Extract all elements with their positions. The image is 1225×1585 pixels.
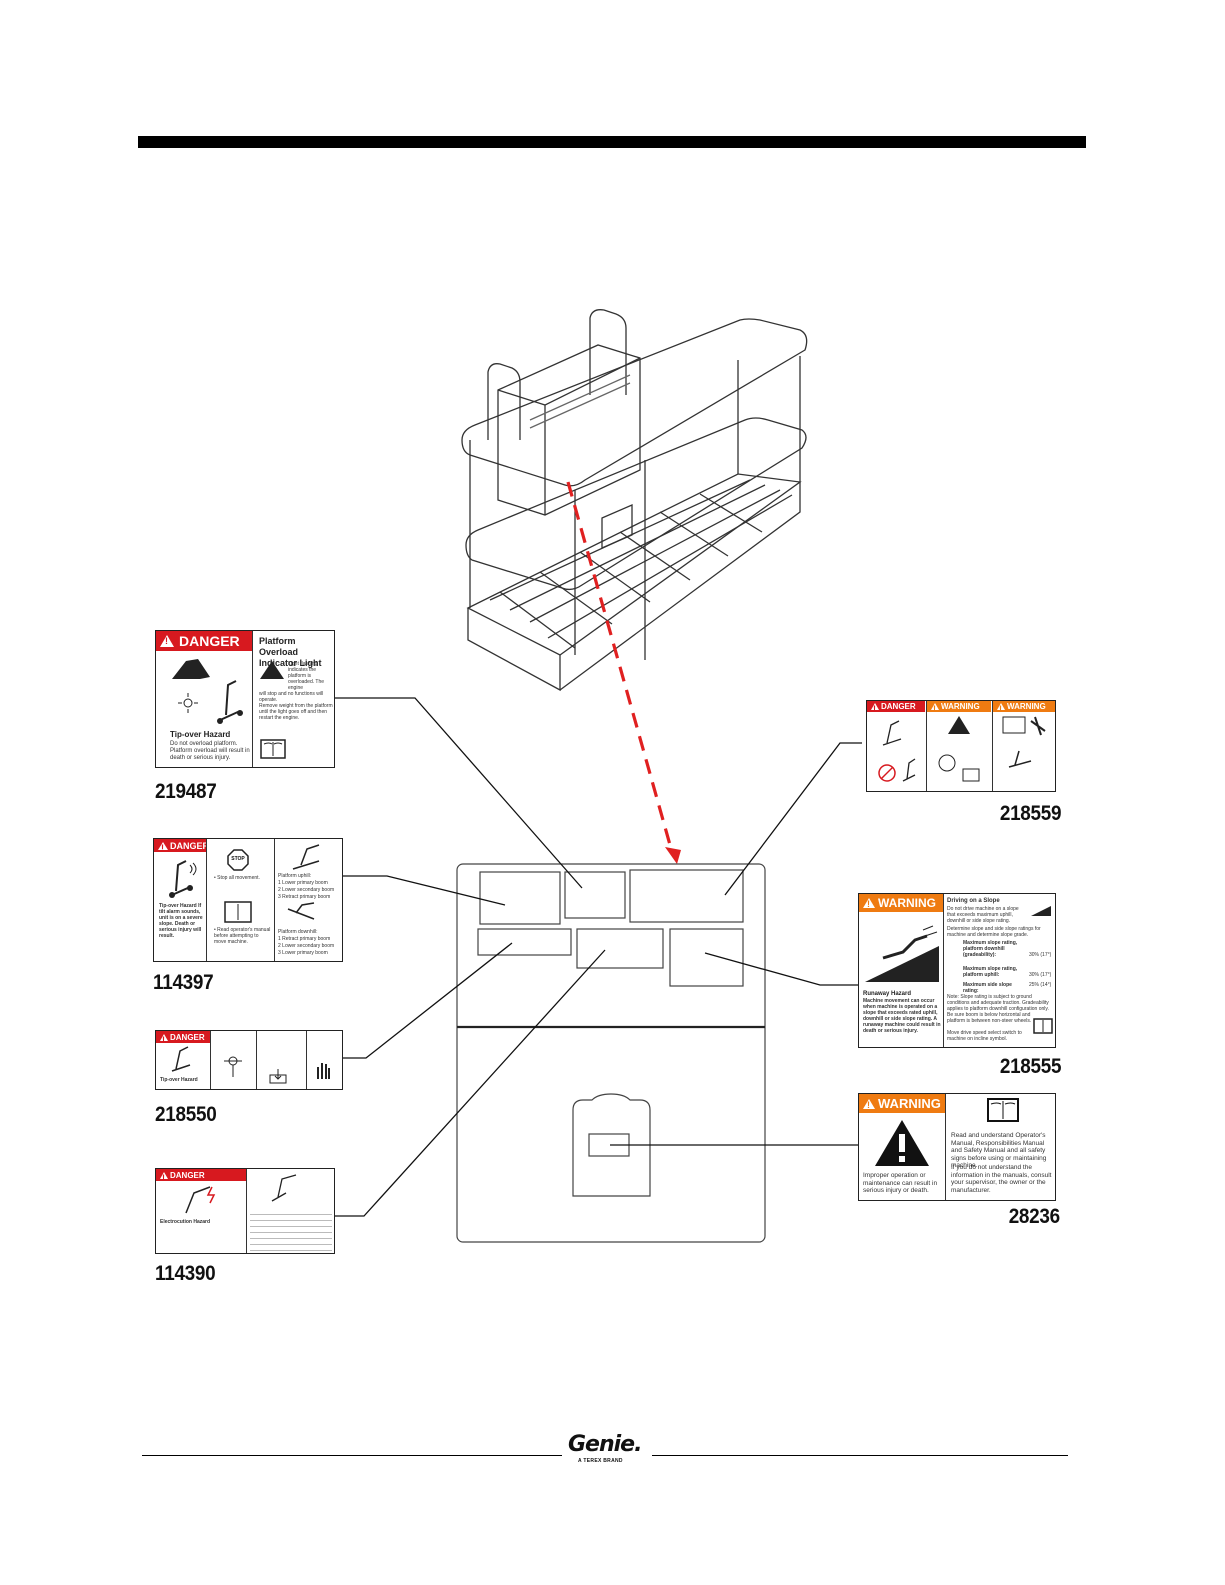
decal-218550: DANGER Tip-over Hazard [155,1030,343,1090]
decal-114390: DANGER Electrocution Hazard [155,1168,335,1254]
part-number-28236: 28236 [1008,1205,1060,1228]
stop-sign-icon [227,849,249,871]
part-number-218555: 218555 [999,1055,1062,1078]
danger-header: DANGER [156,631,252,651]
tilt-alarm-icon [169,860,197,898]
direction-icons [938,754,980,782]
warning-triangle-icon [863,898,875,909]
tip-over-icons [878,720,916,782]
warning-triangle-icon [160,1033,168,1045]
warning-triangle-icon [863,1098,875,1110]
tip-over-icon [172,659,243,724]
danger-header: DANGER [867,701,925,714]
warning-triangle-icon [160,1171,168,1183]
warning-header: WARNING [927,701,991,714]
manual-icon [224,901,252,923]
boom-uphill-icon [292,844,320,870]
header-rule [138,136,1086,148]
runaway-machine-icon [865,925,939,982]
control-panel [456,863,766,1243]
danger-header: DANGER [156,1031,210,1045]
decal-114397: DANGER Tip-over Hazard If tilt alarm sou… [153,838,343,962]
danger-header: DANGER [156,1169,246,1183]
footer-rule-left [142,1455,562,1456]
warning-header: WARNING [859,1094,945,1113]
slope-icon [1031,906,1051,916]
part-number-114390: 114390 [155,1262,216,1285]
decal-28236: WARNING Improper operation or maintenanc… [858,1093,1056,1201]
warning-triangle-icon [931,703,939,714]
part-number-219487: 219487 [155,780,217,803]
electrocution-icon [185,1186,216,1214]
clearance-table [250,1209,332,1251]
manual-icon [987,1098,1019,1122]
platform-basket [461,309,808,692]
manual-icon [1033,1018,1053,1034]
warning-header: WARNING [859,894,943,912]
part-number-218550: 218550 [155,1103,217,1126]
warning-triangle-icon [871,703,879,714]
warning-triangle-icon [158,841,168,853]
warning-header: WARNING [993,701,1055,714]
alert-triangle-icon [875,1120,929,1166]
logo-tagline: A TEREX BRAND [578,1458,623,1464]
footer-rule-right [652,1455,1068,1456]
part-number-114397: 114397 [153,971,214,994]
manual-icon [260,739,286,759]
alert-triangle-icon [948,716,970,734]
part-number-218559: 218559 [999,802,1062,825]
decal-218559: DANGER WARNING WARNING [866,700,1056,792]
warning-triangle-icon [160,635,174,647]
decal-title: Platform Overload Indicator Light [259,636,322,668]
location-arrowhead [665,847,681,864]
descend-icon [269,1069,287,1084]
hand-stop-icon [317,1063,330,1079]
warning-triangle-icon [997,703,1005,714]
location-arrow [566,481,674,853]
danger-header: DANGER [154,839,209,853]
decal-218555: WARNING Runaway Hazard Machine movement … [858,893,1056,1048]
platform-light-icon [260,661,284,679]
decal-219487: DANGER Platform Overload Indicator Light… [155,630,335,768]
tip-over-icon [171,1046,191,1072]
boom-downhill-icon [287,902,315,920]
boom-clearance-icon [271,1174,297,1202]
genie-logo: Genie. [568,1432,642,1457]
leader-lines [335,697,862,1217]
tilt-indicator-icon [224,1056,242,1077]
crush-hazard-icons [1002,716,1046,768]
